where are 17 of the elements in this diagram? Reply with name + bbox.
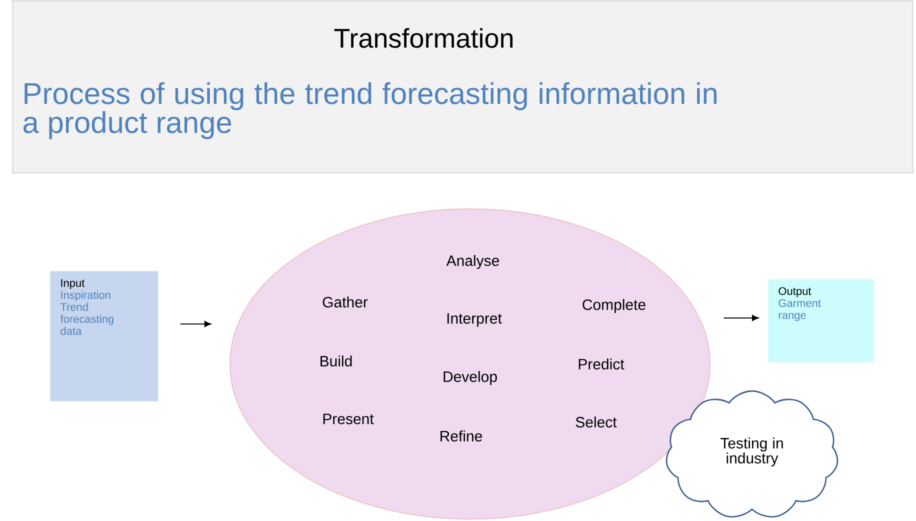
step-label: Interpret	[447, 313, 502, 327]
step-label: Refine	[440, 430, 482, 442]
input-box: Input Inspiration Trend forecasting data	[50, 271, 158, 402]
subheading: Process of using the trend forecasting information in a product range	[23, 82, 716, 140]
step-label: Build	[320, 355, 352, 366]
step-label: Present	[323, 414, 374, 424]
step-label: Gather	[322, 296, 368, 308]
step-label: Select	[576, 416, 617, 428]
output-box: Output Garment range	[768, 279, 874, 362]
step-label: Develop	[444, 371, 497, 385]
arrow	[180, 320, 212, 328]
arrow	[723, 314, 759, 322]
cloud-text: Testing in industry	[720, 438, 783, 466]
step-label: Predict	[578, 358, 624, 370]
step-label: Complete	[582, 299, 646, 313]
heading: Transformation	[334, 28, 513, 48]
step-label: Analyse	[446, 255, 499, 269]
